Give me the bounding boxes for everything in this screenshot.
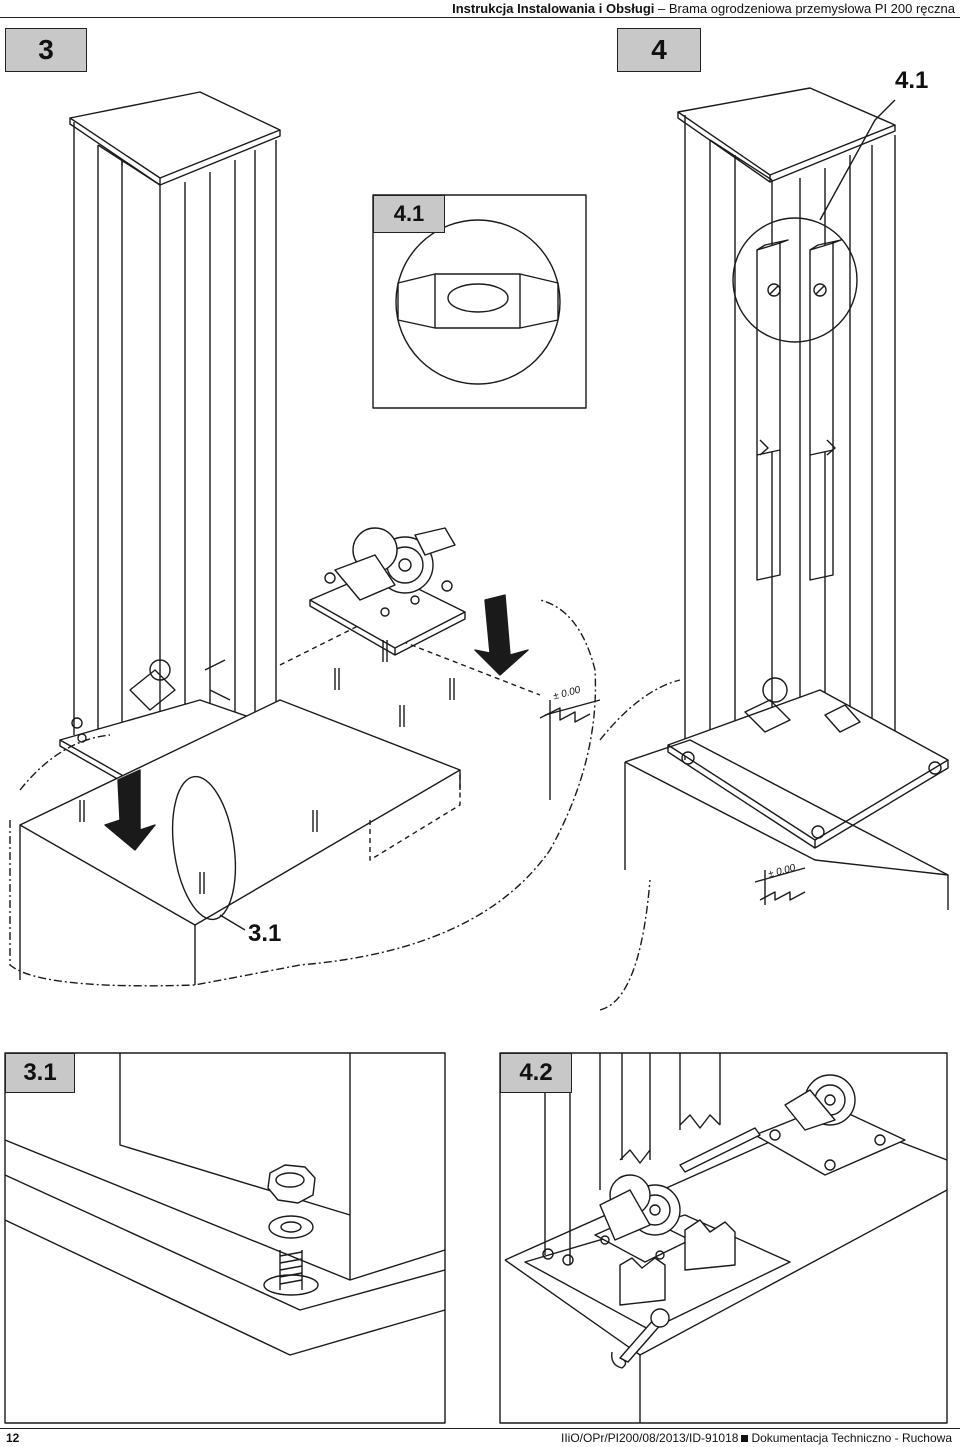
callout-3-1: 3.1 xyxy=(248,920,282,947)
detail-4-1-callout: 4.1 xyxy=(895,67,929,94)
panel-3-1-label: 3.1 xyxy=(5,1053,75,1093)
page-header: Instrukcja Instalowania i Obsługi – Bram… xyxy=(0,0,960,22)
step4-post-drawing xyxy=(599,87,949,1011)
inset-4-1-drawing xyxy=(372,194,587,409)
doc-section: Dokumentacja Techniczno - Ruchowa xyxy=(751,1431,952,1445)
square-bullet-icon xyxy=(741,1434,749,1442)
header-rule xyxy=(0,17,960,18)
page-footer: 12 IIiO/OPr/PI200/08/2013/ID-91018 Dokume… xyxy=(0,1428,960,1447)
step-3-label: 3 xyxy=(5,28,87,72)
panel-4-2-drawing xyxy=(499,1052,948,1424)
footer-rule xyxy=(0,1428,960,1429)
doc-code: IIiO/OPr/PI200/08/2013/ID-91018 xyxy=(560,1431,739,1445)
panel-4-2-label: 4.2 xyxy=(500,1053,572,1093)
page-number: 12 xyxy=(6,1431,20,1445)
panel-3-1-drawing xyxy=(4,1052,446,1424)
header-title-separator: – xyxy=(654,1,669,16)
header-title-rest: Brama ogrodzeniowa przemysłowa PI 200 rę… xyxy=(668,1,955,16)
inset-4-1-label: 4.1 xyxy=(373,195,445,233)
step3-post-drawing xyxy=(9,91,601,987)
document-reference: IIiO/OPr/PI200/08/2013/ID-91018 Dokumenta… xyxy=(561,1431,952,1445)
header-title-bold: Instrukcja Instalowania i Obsługi xyxy=(452,1,655,16)
step-4-label: 4 xyxy=(617,28,701,72)
